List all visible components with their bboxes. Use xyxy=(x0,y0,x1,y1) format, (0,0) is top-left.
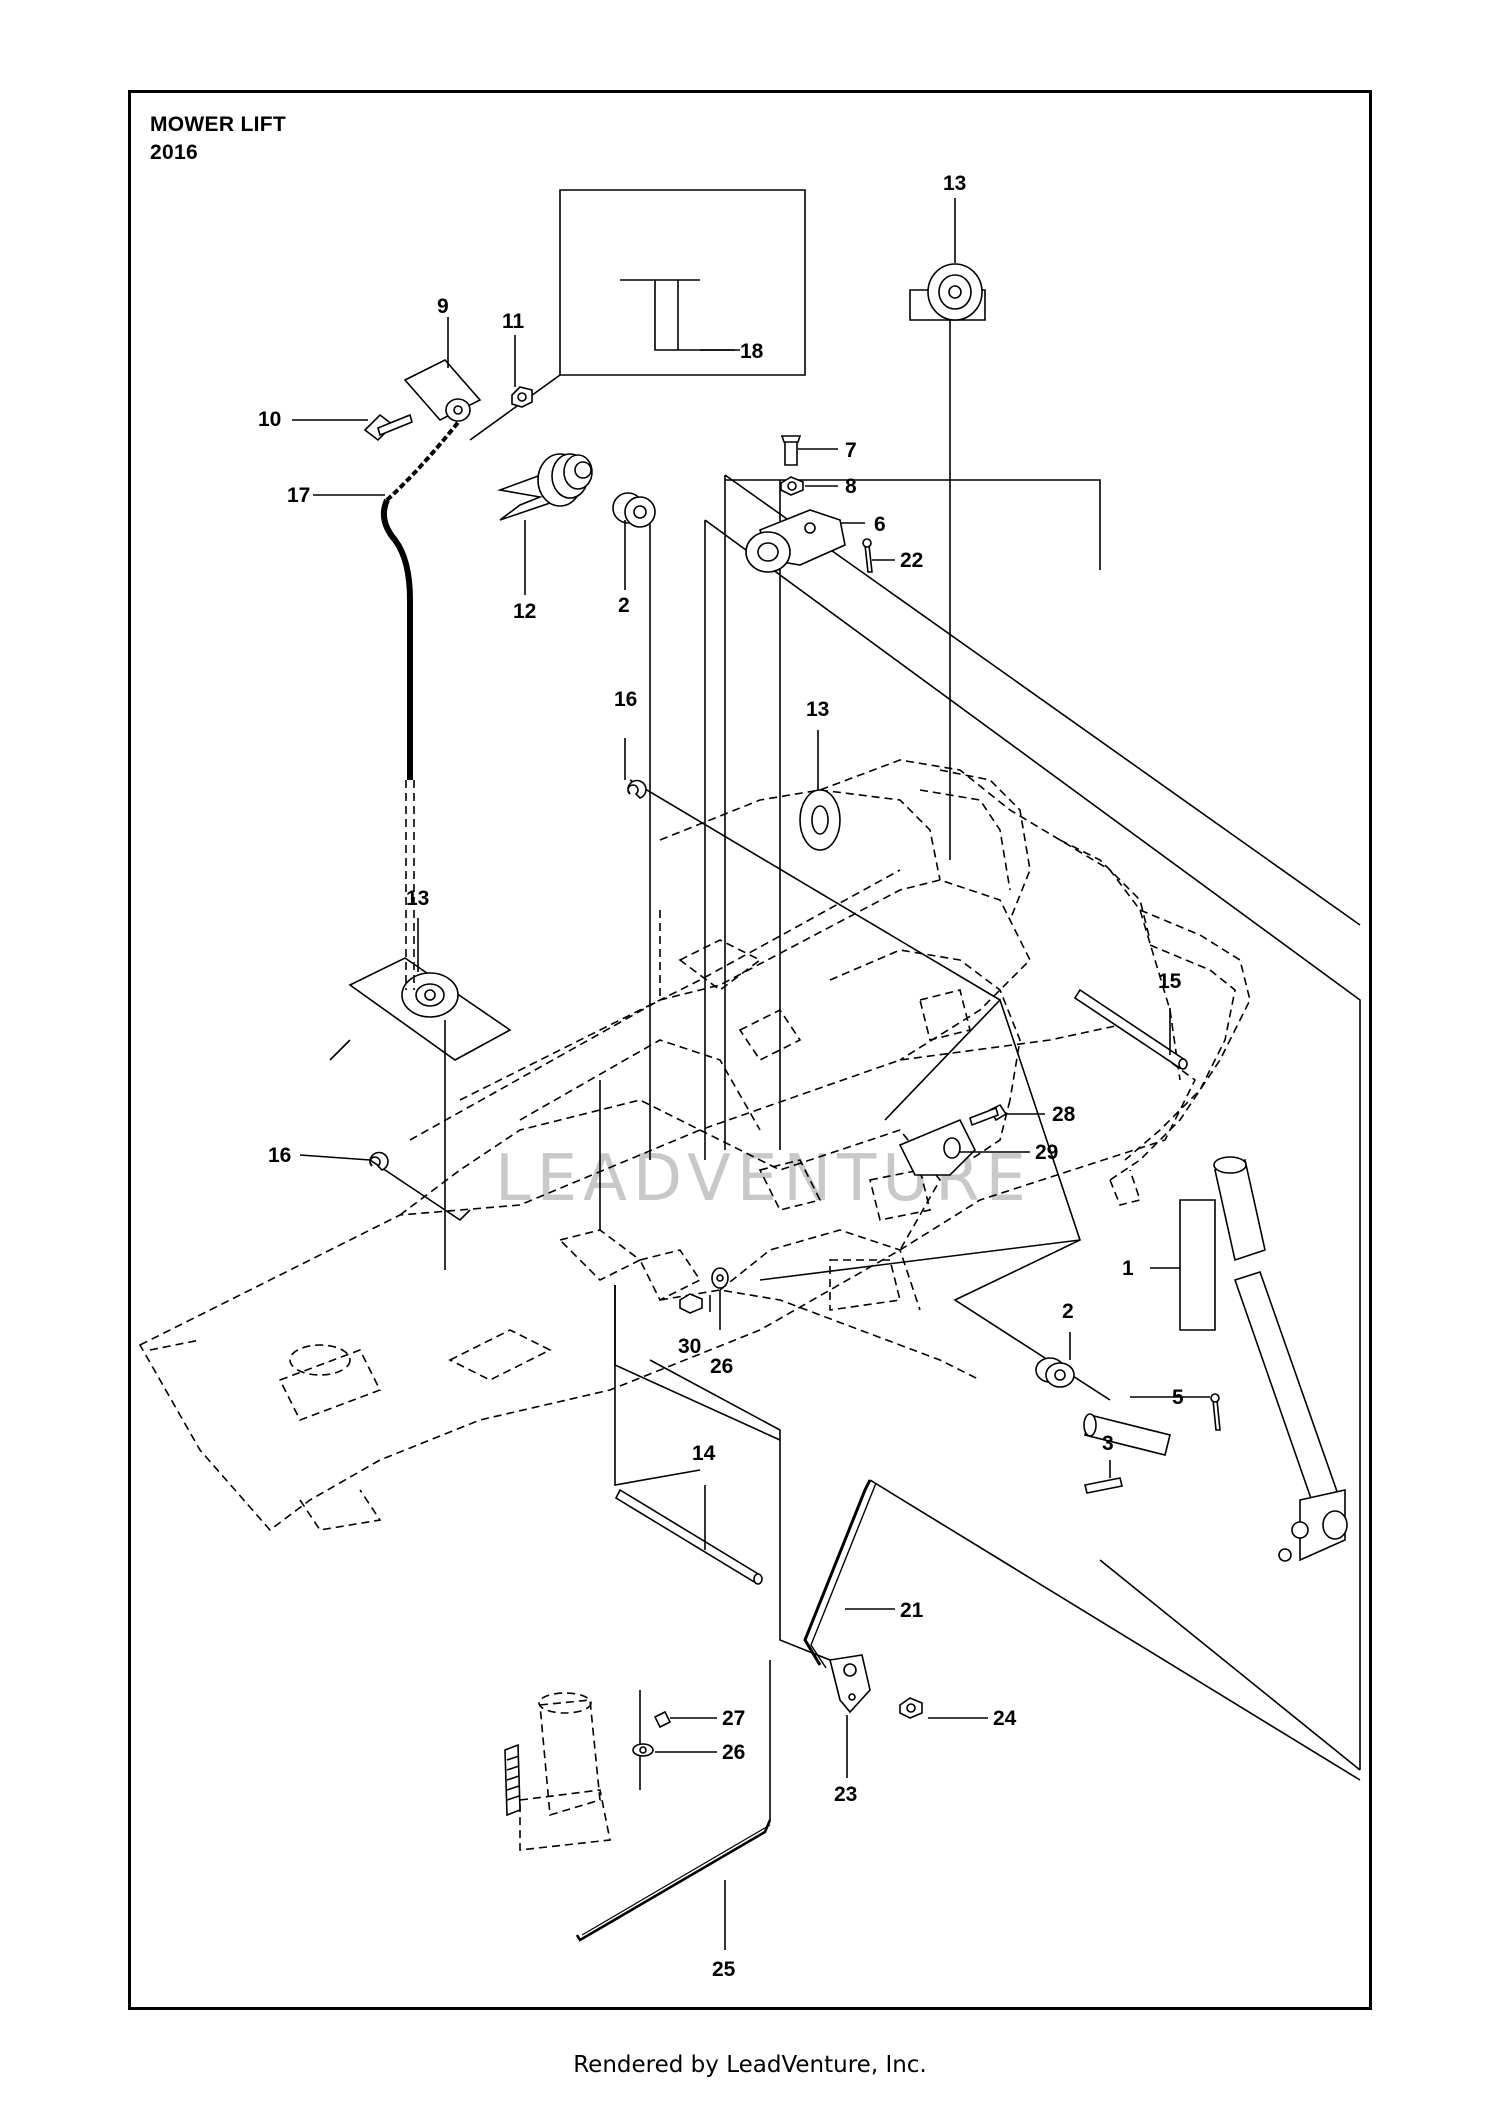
e-clip-16-lower xyxy=(369,1151,389,1171)
lift-plate-29 xyxy=(898,1118,976,1176)
callout-1: 1 xyxy=(1122,1257,1134,1280)
callout-10: 10 xyxy=(258,408,281,431)
callout-21: 21 xyxy=(900,1599,924,1622)
diagram-title: MOWER LIFT xyxy=(150,113,286,136)
lift-rod-14 xyxy=(614,1488,763,1585)
footer-credit: Rendered by LeadVenture, Inc. xyxy=(573,2052,927,2078)
callout-25: 25 xyxy=(712,1958,736,1981)
callout-13-top: 13 xyxy=(943,172,966,195)
bushing-2-top xyxy=(612,492,656,528)
nut-30 xyxy=(679,1293,703,1314)
link-rod-21 xyxy=(803,1479,877,1669)
callout-2-top: 2 xyxy=(618,594,630,617)
callout-leader-lines xyxy=(292,198,1210,1950)
callout-30: 30 xyxy=(678,1335,701,1358)
bolt-10 xyxy=(363,413,413,442)
callout-12: 12 xyxy=(513,600,536,623)
callout-9: 9 xyxy=(437,295,449,318)
lift-arm-23 xyxy=(829,1654,871,1714)
callout-16-lower: 16 xyxy=(268,1144,291,1167)
pulley-13-middle xyxy=(799,789,841,851)
callout-26-lower: 26 xyxy=(722,1741,745,1764)
diagram-year: 2016 xyxy=(150,141,198,164)
bolt-7 xyxy=(780,435,802,466)
callout-5: 5 xyxy=(1172,1386,1184,1409)
callout-6: 6 xyxy=(874,513,886,536)
cotter-pin-22 xyxy=(862,538,873,573)
cable-bracket-9 xyxy=(403,359,482,422)
e-clip-16-upper xyxy=(627,779,647,799)
washer-26-lower xyxy=(632,1743,654,1757)
callout-13-middle: 13 xyxy=(806,698,829,721)
tractor-frame xyxy=(138,759,1251,1532)
torsion-spring-12 xyxy=(496,453,593,521)
washer-26-upper xyxy=(711,1267,729,1289)
callout-16-upper: 16 xyxy=(614,688,637,711)
pulley-13-top xyxy=(909,263,986,321)
nut-11 xyxy=(511,386,533,408)
shaft-pin-3 xyxy=(1083,1413,1171,1494)
callout-11: 11 xyxy=(502,310,525,333)
pulley-13-left xyxy=(348,957,512,1061)
callout-26-upper: 26 xyxy=(710,1355,733,1378)
callout-23: 23 xyxy=(834,1783,857,1806)
pedal-assembly xyxy=(504,1692,611,1851)
callout-22: 22 xyxy=(900,549,923,572)
nut-8 xyxy=(780,476,804,496)
lift-lever-1 xyxy=(1179,1156,1348,1562)
screw-27 xyxy=(653,1710,672,1729)
callout-2-lower: 2 xyxy=(1062,1300,1074,1323)
callout-29: 29 xyxy=(1035,1141,1058,1164)
callout-17: 17 xyxy=(287,484,310,507)
lift-rod-15 xyxy=(1073,988,1188,1070)
callout-28: 28 xyxy=(1052,1103,1076,1126)
callout-14: 14 xyxy=(692,1442,716,1465)
assembly-guide-lines xyxy=(329,189,1361,1820)
callout-15: 15 xyxy=(1158,970,1182,993)
nut-24 xyxy=(899,1697,923,1719)
bolt-28 xyxy=(969,1103,1008,1127)
callout-3: 3 xyxy=(1102,1432,1114,1455)
callout-24: 24 xyxy=(993,1707,1017,1730)
cotter-pin-5 xyxy=(1210,1393,1221,1431)
callout-18: 18 xyxy=(740,340,764,363)
callout-27: 27 xyxy=(722,1707,745,1730)
diagram-frame xyxy=(128,90,1372,2010)
lift-cable-17 xyxy=(380,418,462,990)
callout-7: 7 xyxy=(845,439,857,462)
link-rod-25 xyxy=(575,1819,772,1942)
callout-13-left: 13 xyxy=(406,887,429,910)
bushing-2-lower xyxy=(1035,1357,1075,1388)
lift-bracket-6 xyxy=(745,509,846,573)
callout-labels: 10 17 9 11 12 2 18 7 8 6 22 13 13 13 16 … xyxy=(258,172,1184,1981)
callout-8: 8 xyxy=(845,475,857,498)
